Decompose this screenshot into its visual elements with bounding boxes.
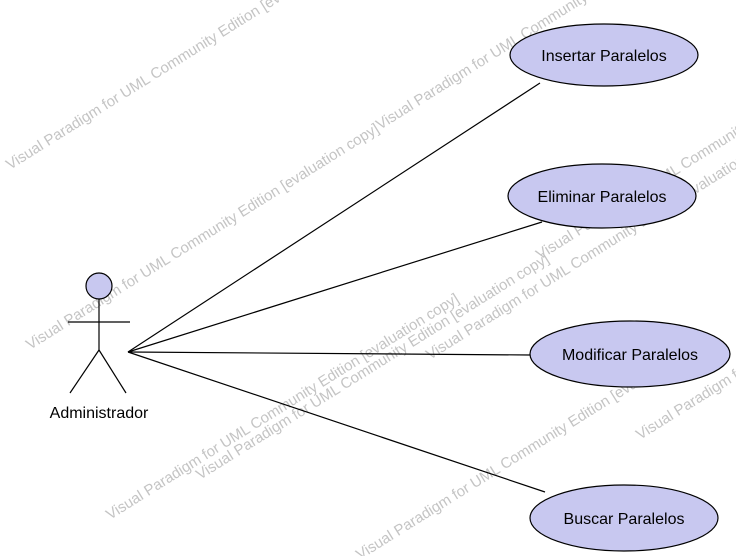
association-line[interactable] [127, 82, 541, 353]
use-case-ellipse [507, 163, 697, 229]
use-case-label: Buscar Paralelos [564, 511, 685, 528]
use-case-ellipse [529, 320, 731, 388]
watermark: Visual Paradigm for UML Community Editio… [193, 250, 552, 483]
watermark: Visual Paradigm for UML Community Editio… [3, 0, 362, 173]
association-line[interactable] [127, 221, 543, 353]
use-case-buscar-paralelos[interactable]: Buscar Paralelos [529, 484, 719, 552]
watermark: Visual Paradigm for UML Community Editio… [23, 120, 382, 353]
use-case-modificar-paralelos[interactable]: Modificar Paralelos [529, 320, 731, 388]
actor-head [85, 272, 113, 300]
association-line[interactable] [127, 351, 546, 493]
use-case-label: Modificar Paralelos [562, 347, 698, 364]
association-line[interactable] [127, 351, 531, 356]
use-case-label: Insertar Paralelos [541, 48, 666, 65]
actor-label: Administrador [50, 405, 149, 422]
use-case-ellipse [509, 23, 699, 87]
actor-administrador[interactable]: Administrador [50, 272, 149, 422]
watermark: Visual Paradigm for UML Community Editio… [103, 290, 462, 523]
actor-left-leg [69, 349, 100, 394]
actor-right-leg [98, 349, 127, 394]
use-case-eliminar-paralelos[interactable]: Eliminar Paralelos [507, 163, 697, 229]
associations [127, 82, 546, 493]
use-case-insertar-paralelos[interactable]: Insertar Paralelos [509, 23, 699, 87]
use-case-ellipse [529, 484, 719, 552]
use-case-label: Eliminar Paralelos [538, 189, 667, 206]
